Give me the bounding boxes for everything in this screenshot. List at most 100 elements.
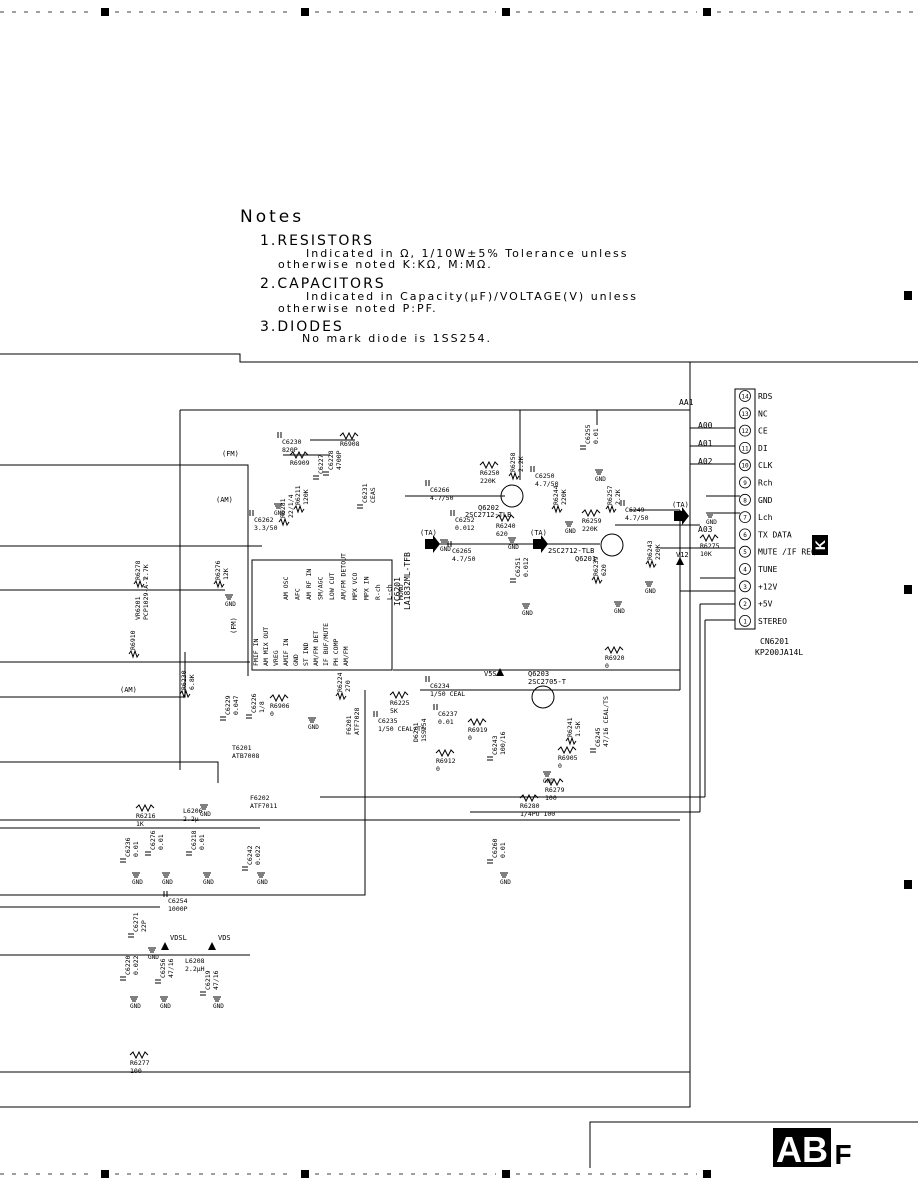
component-value: 1/4PU 100 xyxy=(520,810,555,818)
component-ref: C6245 xyxy=(594,727,602,747)
net-am-1: (AM) xyxy=(216,496,233,504)
connector-pin-number: 4 xyxy=(743,567,747,574)
gnd-label: GND xyxy=(645,588,656,595)
connector-pin-label: +5V xyxy=(758,600,773,609)
connector-pin-number: 1 xyxy=(743,618,747,625)
component-value: 0.022 xyxy=(254,845,262,865)
gnd-label: GND xyxy=(308,724,319,731)
capacitor-symbol xyxy=(186,851,192,856)
component-value: 6.8K xyxy=(188,674,196,690)
registration-marks xyxy=(101,8,912,1178)
component-value: 47/16 xyxy=(167,958,175,978)
board-outline xyxy=(0,353,918,1168)
gnd-symbol: GND xyxy=(132,872,143,886)
net-ta-2: (TA) xyxy=(530,529,547,537)
ic-pin-right: AFC xyxy=(294,588,302,600)
net-v12: V12 xyxy=(676,551,689,559)
component-ref: C6262 xyxy=(254,516,274,524)
component-ref: C6219 xyxy=(204,970,212,990)
ic-pin-right: R-ch xyxy=(374,584,382,600)
component-value: 620 xyxy=(496,530,508,538)
component-value: 0.022 xyxy=(132,955,140,975)
resistor-symbol xyxy=(645,559,657,569)
connector-pin-label: DI xyxy=(758,444,768,453)
component-ref: T6201 xyxy=(232,744,252,752)
resistor-symbol xyxy=(551,504,563,514)
component-value: 47/16 CEAL/TS xyxy=(602,696,610,747)
resistor-symbol xyxy=(129,1050,149,1060)
capacitor-symbol xyxy=(425,480,430,486)
component-ref: R6258 xyxy=(509,452,517,472)
connector-pin-number: 8 xyxy=(743,497,747,504)
resistor-symbol xyxy=(128,649,140,659)
connector-pin-7 xyxy=(739,511,751,523)
capacitor-symbol xyxy=(313,475,319,480)
capacitor-symbol xyxy=(487,756,493,761)
gnd-symbol: GND xyxy=(274,503,285,517)
q6203-ref: Q6203 xyxy=(528,670,549,678)
component-ref: R6910 xyxy=(129,630,137,650)
gnd-symbol: GND xyxy=(308,717,319,731)
component-ref: C6266 xyxy=(430,486,450,494)
connector-pin-label: +12V xyxy=(758,582,777,591)
component-ref: R6905 xyxy=(558,754,578,762)
component-ref: C6254 xyxy=(168,897,188,905)
component-value: 1SS254 xyxy=(420,718,428,742)
notes-title: Notes xyxy=(240,207,304,227)
gnd-symbol: GND xyxy=(565,521,576,535)
component-ref: R6908 xyxy=(340,440,360,448)
component-ref: R6906 xyxy=(270,702,290,710)
note-2-heading: 2.CAPACITORS xyxy=(260,276,386,292)
net-a02: A02 xyxy=(698,457,713,466)
component-ref: R6275 xyxy=(700,542,720,550)
connector-pin-number: 12 xyxy=(741,428,749,435)
capacitor-symbol xyxy=(433,704,438,710)
connector-pin-number: 6 xyxy=(743,532,747,539)
net-ta-3: (TA) xyxy=(672,501,689,509)
q6201-ref: Q6201 xyxy=(575,555,596,563)
connector-pin-14 xyxy=(739,390,751,402)
gnd-label: GND xyxy=(500,879,511,886)
gnd-symbol: GND xyxy=(257,872,268,886)
connector-pin-label: Lch xyxy=(758,513,773,522)
component-ref: R6225 xyxy=(390,699,410,707)
gnd-label: GND xyxy=(160,1003,171,1010)
component-value: 1K xyxy=(136,820,144,828)
capacitor-symbol xyxy=(246,714,252,719)
capacitor-symbol xyxy=(242,866,248,871)
gnd-label: GND xyxy=(148,954,159,961)
q6201-part: 2SC2712-TLB xyxy=(548,547,594,555)
component-ref: R6909 xyxy=(290,459,310,467)
capacitor-symbol xyxy=(277,432,282,438)
component-value: ATB7008 xyxy=(232,752,259,760)
ic-pin-right: LOW CUT xyxy=(328,573,336,600)
component-ref: R6230 xyxy=(180,670,188,690)
component-ref: R6276 xyxy=(214,560,222,580)
component-value: 220K xyxy=(582,525,598,533)
component-value: 620 xyxy=(600,564,608,576)
resistor-symbol xyxy=(605,504,617,514)
capacitor-symbol xyxy=(373,711,378,717)
component-value: ATF7011 xyxy=(250,802,277,810)
component-ref: R6239 xyxy=(592,556,600,576)
